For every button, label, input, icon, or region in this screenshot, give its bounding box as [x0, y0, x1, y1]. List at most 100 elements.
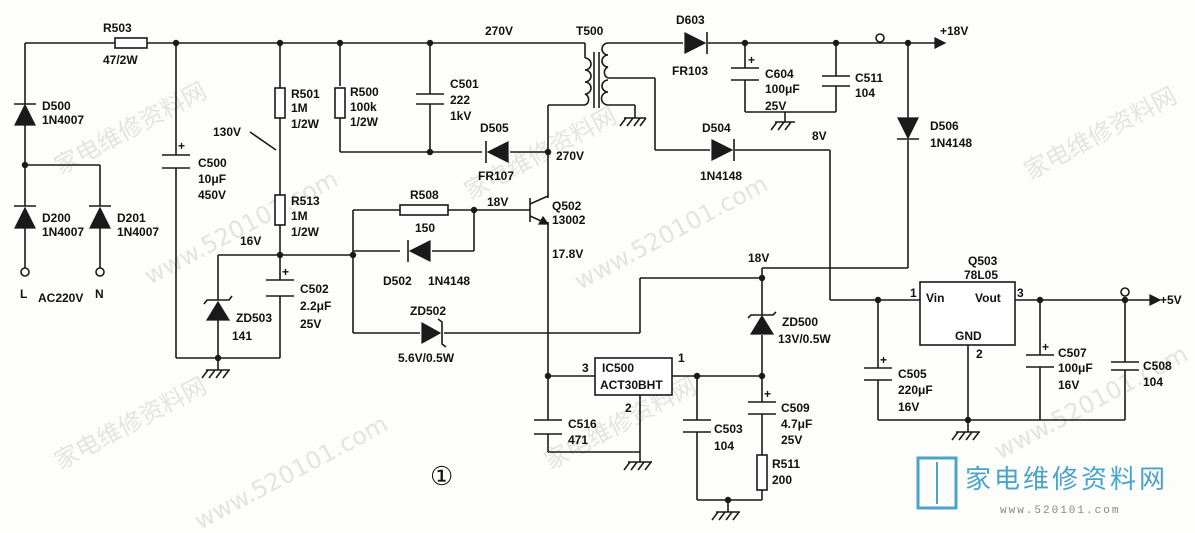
- r500-value: 100k: [350, 100, 377, 114]
- svg-text:+: +: [748, 53, 755, 67]
- v130-annotation: 130V: [213, 125, 277, 151]
- c604-voltage: 25V: [765, 99, 786, 113]
- r503-name: R503: [103, 21, 132, 35]
- c502-voltage: 25V: [300, 317, 321, 331]
- d504-name: D504: [702, 121, 731, 135]
- c507-cap: 100μF: [1058, 361, 1093, 375]
- terminal-n-label: N: [95, 287, 104, 301]
- c507-name: C507: [1058, 346, 1087, 360]
- c508-name: C508: [1143, 359, 1172, 373]
- q503-name: Q503: [968, 254, 998, 268]
- t500-transformer: T500: [576, 24, 609, 108]
- d506-name: D506: [930, 119, 959, 133]
- logo-url: www.520101.com: [1000, 505, 1120, 517]
- zd503-zener: ZD503 141: [203, 295, 272, 343]
- c500-voltage: 450V: [198, 188, 226, 202]
- v18-base-label: 18V: [487, 195, 508, 209]
- c505-capacitor: + C505 220μF 16V: [864, 353, 933, 414]
- q502-type: 13002: [552, 213, 586, 227]
- v270-top-label: 270V: [485, 24, 513, 38]
- c509-cap: 4.7μF: [781, 417, 812, 431]
- c516-capacitor: C516 471: [534, 417, 597, 447]
- c501-capacitor: C501 222 1kV: [416, 77, 479, 123]
- q503-gnd: GND: [955, 329, 982, 343]
- r501-resistor: R501 1M 1/2W: [274, 87, 320, 131]
- c502-name: C502: [300, 282, 329, 296]
- zd500-zener: ZD500 13V/0.5W: [747, 311, 831, 346]
- ic500-pin1: 1: [678, 351, 685, 365]
- r511-value: 200: [772, 473, 792, 487]
- svg-text:+: +: [1042, 340, 1049, 354]
- c509-name: C509: [781, 401, 810, 415]
- svg-text:+: +: [282, 265, 289, 279]
- c501-voltage: 1kV: [450, 109, 471, 123]
- d504-type: 1N4148: [700, 169, 742, 183]
- r503-resistor: R503 47/2W: [103, 21, 148, 67]
- d201-type: 1N4007: [117, 225, 159, 239]
- q503-vout: Vout: [975, 291, 1001, 305]
- c511-name: C511: [855, 71, 883, 85]
- v178-label: 17.8V: [552, 247, 583, 261]
- figure-number: ①: [430, 462, 453, 492]
- ground-secondary: [619, 117, 647, 127]
- d505-name: D505: [480, 121, 509, 135]
- c503-value: 104: [714, 439, 734, 453]
- d502-diode: D502 1N4148: [383, 240, 470, 288]
- watermark-url: www.520101.com: [570, 170, 773, 296]
- watermark-url: www.520101.com: [190, 410, 393, 533]
- book-icon: [916, 456, 958, 510]
- r513-power: 1/2W: [291, 225, 320, 239]
- out-5v-terminal: +5V: [1120, 287, 1182, 307]
- d500-type: 1N4007: [42, 113, 84, 127]
- ac-input-terminals: L N AC220V: [20, 267, 105, 305]
- d504-diode: D504 1N4148: [700, 121, 742, 183]
- c500-name: C500: [198, 156, 227, 170]
- r511-name: R511: [772, 457, 800, 471]
- c604-name: C604: [765, 67, 794, 81]
- zd502-zener: ZD502 5.6V/0.5W: [398, 304, 455, 365]
- c501-name: C501: [450, 77, 479, 91]
- r500-power: 1/2W: [350, 115, 379, 129]
- watermark-cn: 家电维修资料网: [50, 372, 211, 476]
- q503-pin1: 1: [910, 286, 917, 300]
- d200-type: 1N4007: [42, 225, 84, 239]
- ic500-type: ACT30BHT: [600, 378, 663, 392]
- c508-value: 104: [1143, 375, 1163, 389]
- q503-regulator: Q503 78L05 Vin Vout GND 1 3 2: [910, 254, 1024, 361]
- c604-capacitor: + C604 100μF 25V: [731, 53, 800, 113]
- d502-type: 1N4148: [428, 274, 470, 288]
- d505-diode: D505 FR107: [478, 121, 514, 183]
- v16-label: 16V: [240, 234, 261, 248]
- r500-name: R500: [350, 85, 379, 99]
- c500-cap: 10μF: [198, 172, 226, 186]
- r501-name: R501: [291, 87, 320, 101]
- c505-name: C505: [898, 367, 927, 381]
- v130-label: 130V: [213, 125, 241, 139]
- out-18v-label: +18V: [940, 24, 968, 38]
- ground-c604: [770, 121, 795, 131]
- r503-value: 47/2W: [103, 53, 138, 67]
- q503-vin: Vin: [926, 291, 944, 305]
- c502-cap: 2.2μF: [300, 299, 331, 313]
- out-5v-label: +5V: [1160, 293, 1182, 307]
- watermark-cn: 家电维修资料网: [460, 102, 621, 206]
- r513-name: R513: [291, 194, 320, 208]
- q502-name: Q502: [552, 199, 582, 213]
- ic500-pin3: 3: [582, 361, 589, 375]
- wires: [24, 42, 1150, 512]
- c502-capacitor: + C502 2.2μF 25V: [266, 265, 331, 331]
- r513-value: 1M: [291, 209, 308, 223]
- c507-voltage: 16V: [1058, 378, 1079, 392]
- ground-primary: [201, 369, 230, 379]
- v8-label: 8V: [812, 129, 827, 143]
- svg-text:+: +: [764, 387, 771, 401]
- d505-type: FR107: [478, 169, 514, 183]
- ac-input-label: AC220V: [38, 291, 83, 305]
- zd502-value: 5.6V/0.5W: [398, 351, 455, 365]
- zd502-name: ZD502: [410, 304, 446, 318]
- zd503-value: 141: [232, 329, 252, 343]
- junctions: [21, 39, 1129, 504]
- d603-diode: D603 FR103: [672, 13, 708, 78]
